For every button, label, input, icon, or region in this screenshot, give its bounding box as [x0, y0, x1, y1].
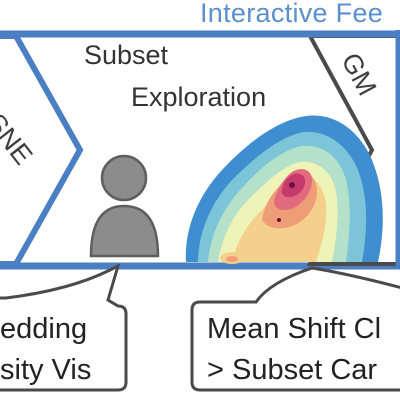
- person-icon: [89, 154, 160, 258]
- feedback-label: Interactive Fee: [200, 0, 384, 28]
- embedding-box: [0, 263, 128, 392]
- subset-title-line-1: Subset: [84, 40, 169, 70]
- density-heatmap: [185, 115, 383, 264]
- subset-title-line-2: Exploration: [131, 82, 267, 112]
- tsne-stage-chevron: [0, 33, 84, 267]
- embedding-box-line-1: edding: [0, 313, 88, 345]
- mean-shift-box-line-2: > Subset Car: [207, 354, 378, 386]
- embedding-box-line-2: sity Vis: [0, 354, 92, 386]
- mean-shift-box: [190, 266, 400, 392]
- mean-shift-box-line-1: Mean Shift Cl: [207, 313, 382, 345]
